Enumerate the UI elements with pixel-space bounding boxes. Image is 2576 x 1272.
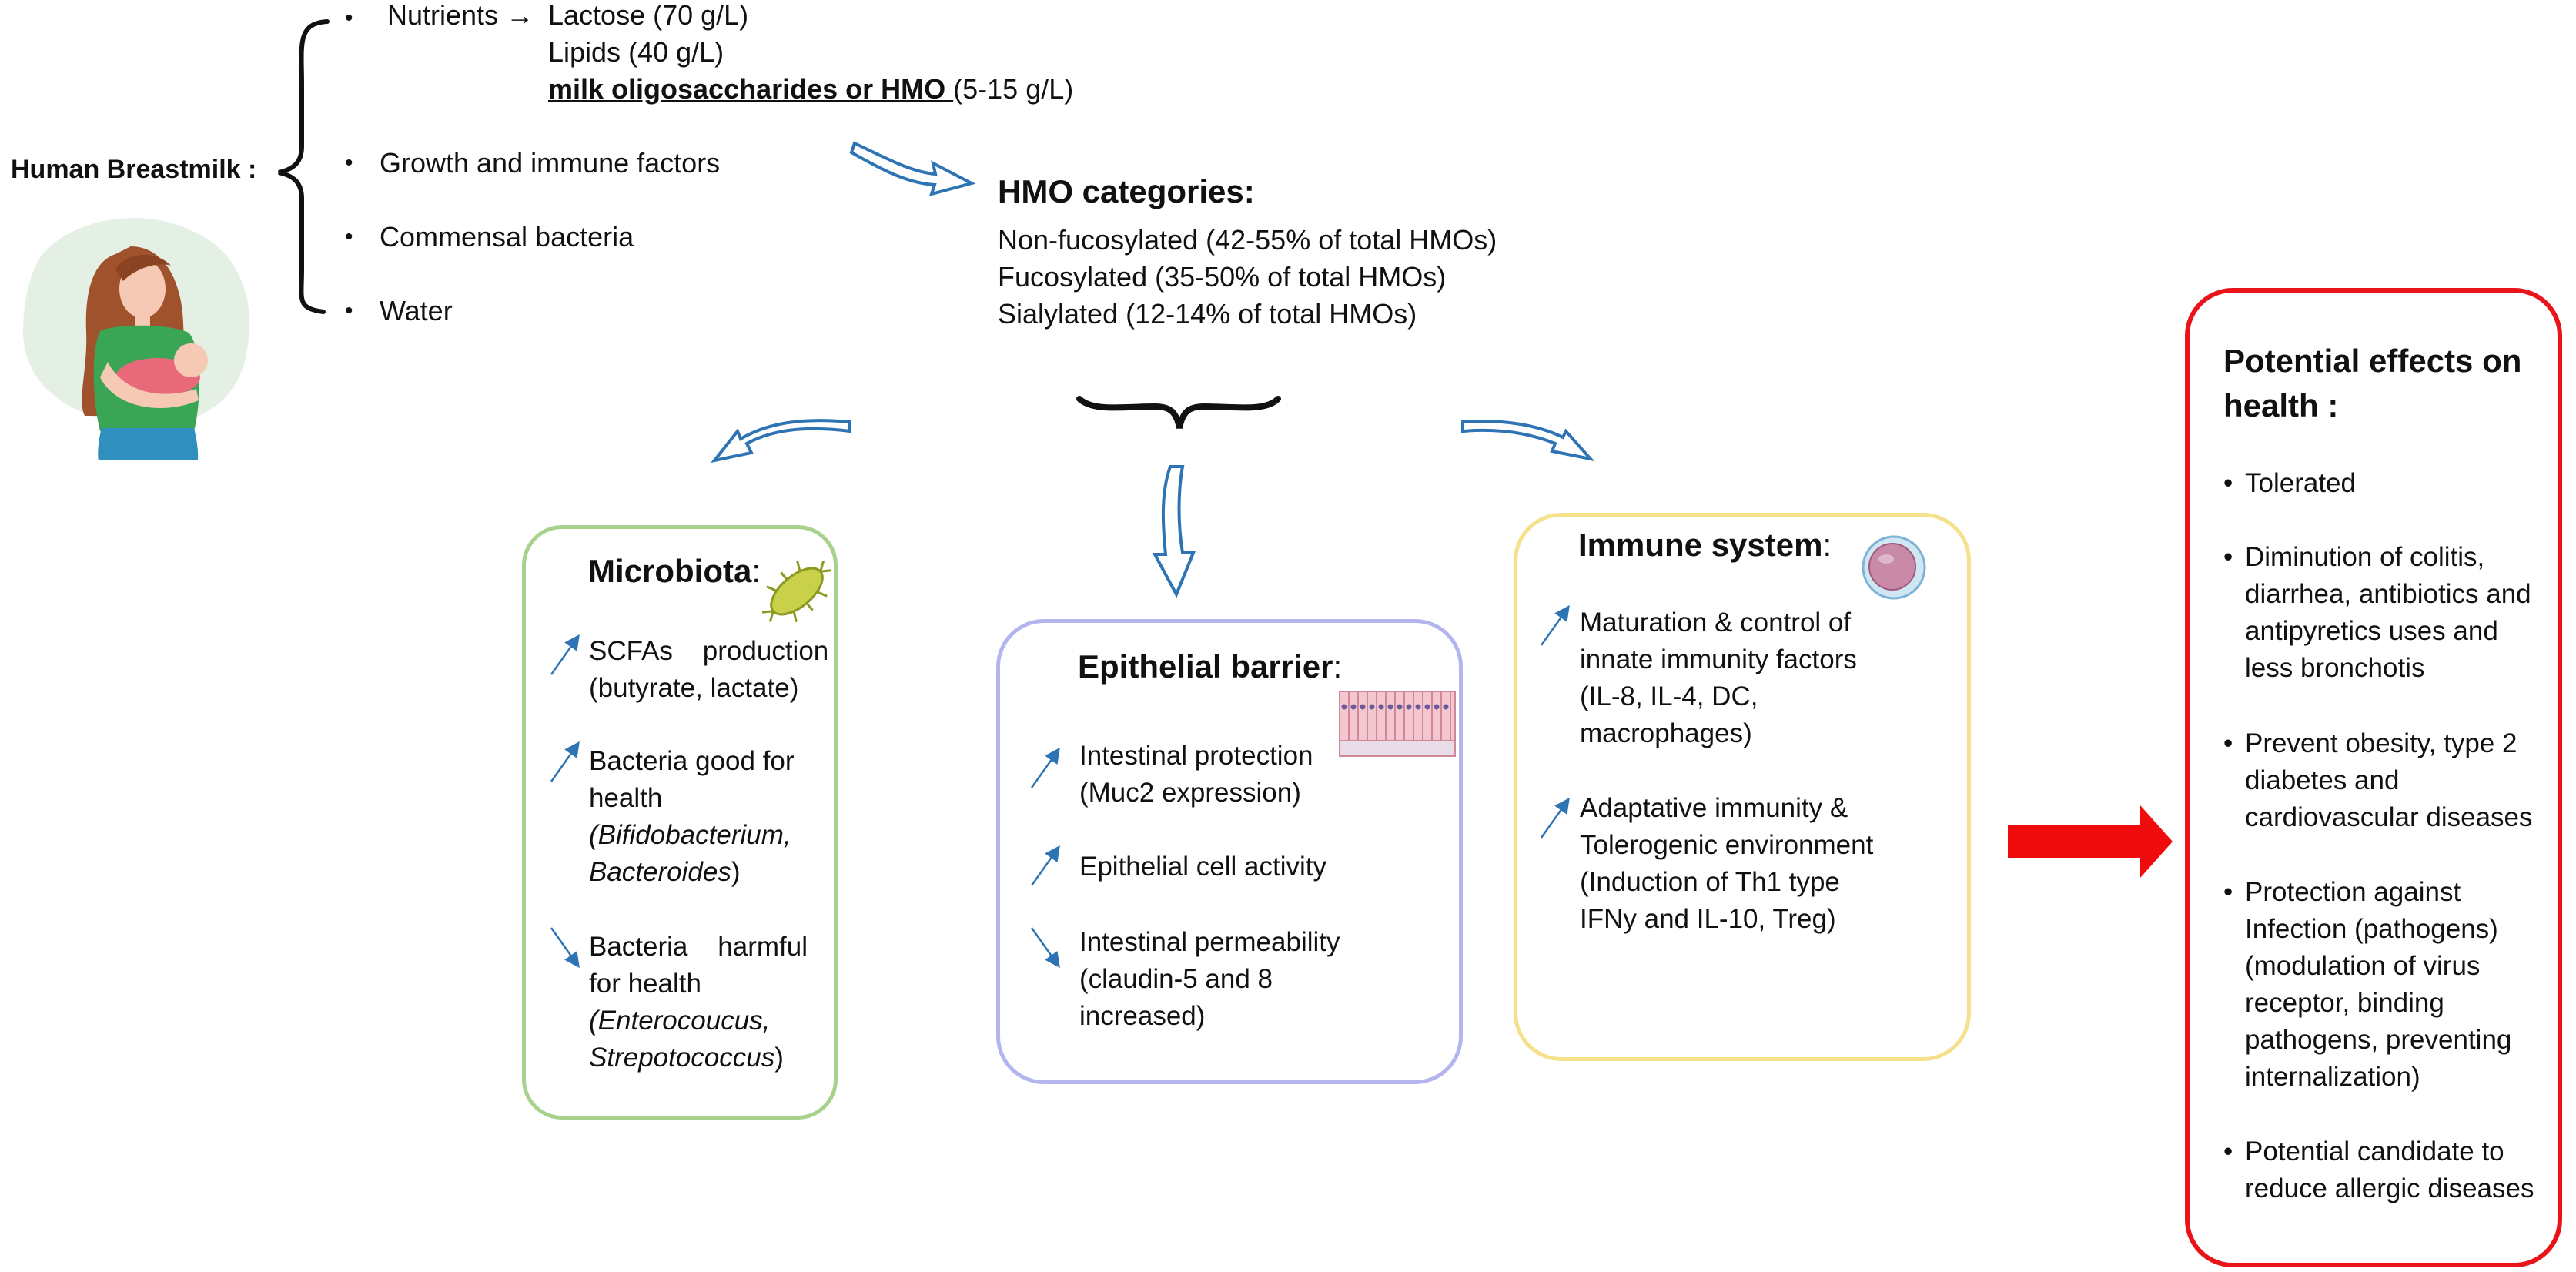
commensal-bacteria: Commensal bacteria xyxy=(380,221,634,253)
bullet: • xyxy=(345,224,353,249)
nutrient-hmo: milk oligosaccharides or HMO (5-15 g/L) xyxy=(548,73,1074,105)
hmo-category: Fucosylated (35-50% of total HMOs) xyxy=(998,261,1447,293)
effect-item: •Tolerated xyxy=(2223,468,2356,498)
microbiota-title: Microbiota: xyxy=(588,553,761,589)
effect-item: •Diminution of colitis,diarrhea, antibio… xyxy=(2223,542,2531,683)
growth-factors: Growth and immune factors xyxy=(380,147,721,179)
trend-down-icon xyxy=(550,927,580,969)
bacterium-icon xyxy=(761,560,832,623)
trend-up-icon xyxy=(550,634,580,675)
microbiota-item-scfa: SCFAs production(butyrate, lactate) xyxy=(589,636,829,703)
hollow-arrow-to-microbiota xyxy=(711,419,851,464)
trend-up-icon xyxy=(550,741,580,782)
nutrient-lipids: Lipids (40 g/L) xyxy=(548,36,724,68)
breastmilk-label: Human Breastmilk : xyxy=(11,155,257,184)
water: Water xyxy=(380,295,453,326)
hmo-brace-icon xyxy=(1076,396,1281,429)
trend-down-icon xyxy=(1030,927,1060,969)
epithelial-cells-icon xyxy=(1339,691,1456,757)
microbiota-box xyxy=(522,525,838,1120)
bullet: • xyxy=(345,5,353,31)
bullet: • xyxy=(345,298,353,323)
hollow-arrow-to-immune xyxy=(1461,419,1595,462)
epithelial-item-protection: Intestinal protection(Muc2 expression) xyxy=(1079,741,1313,808)
epithelial-item-cell-activity: Epithelial cell activity xyxy=(1079,852,1326,882)
red-arrow-icon xyxy=(2008,805,2173,878)
bullet: • xyxy=(345,150,353,176)
immune-title: Immune system: xyxy=(1578,527,1832,563)
epithelial-title: Epithelial barrier: xyxy=(1078,648,1343,685)
mother-baby-illustration xyxy=(23,218,250,461)
trend-up-icon xyxy=(1540,797,1570,839)
hmo-title: HMO categories: xyxy=(998,173,1255,209)
hmo-category: Non-fucosylated (42-55% of total HMOs) xyxy=(998,224,1497,256)
trend-up-icon xyxy=(1030,845,1060,886)
epithelial-box xyxy=(996,619,1463,1084)
right-arrow-icon: → xyxy=(506,0,534,31)
curly-brace-icon xyxy=(278,19,330,314)
hollow-arrow-to-epithelial xyxy=(1152,465,1196,598)
nutrients-label: Nutrients → xyxy=(387,0,534,31)
hollow-arrow-to-hmo xyxy=(849,141,976,196)
trend-up-icon xyxy=(1540,604,1570,646)
immune-box xyxy=(1514,513,1971,1061)
immune-cell-icon xyxy=(1862,535,1926,600)
trend-up-icon xyxy=(1030,747,1060,788)
hmo-category: Sialylated (12-14% of total HMOs) xyxy=(998,298,1417,330)
immune-item-adaptative: Adaptative immunity &Tolerogenic environ… xyxy=(1580,793,1874,934)
nutrient-lactose: Lactose (70 g/L) xyxy=(548,0,749,31)
effects-box xyxy=(2185,288,2562,1267)
